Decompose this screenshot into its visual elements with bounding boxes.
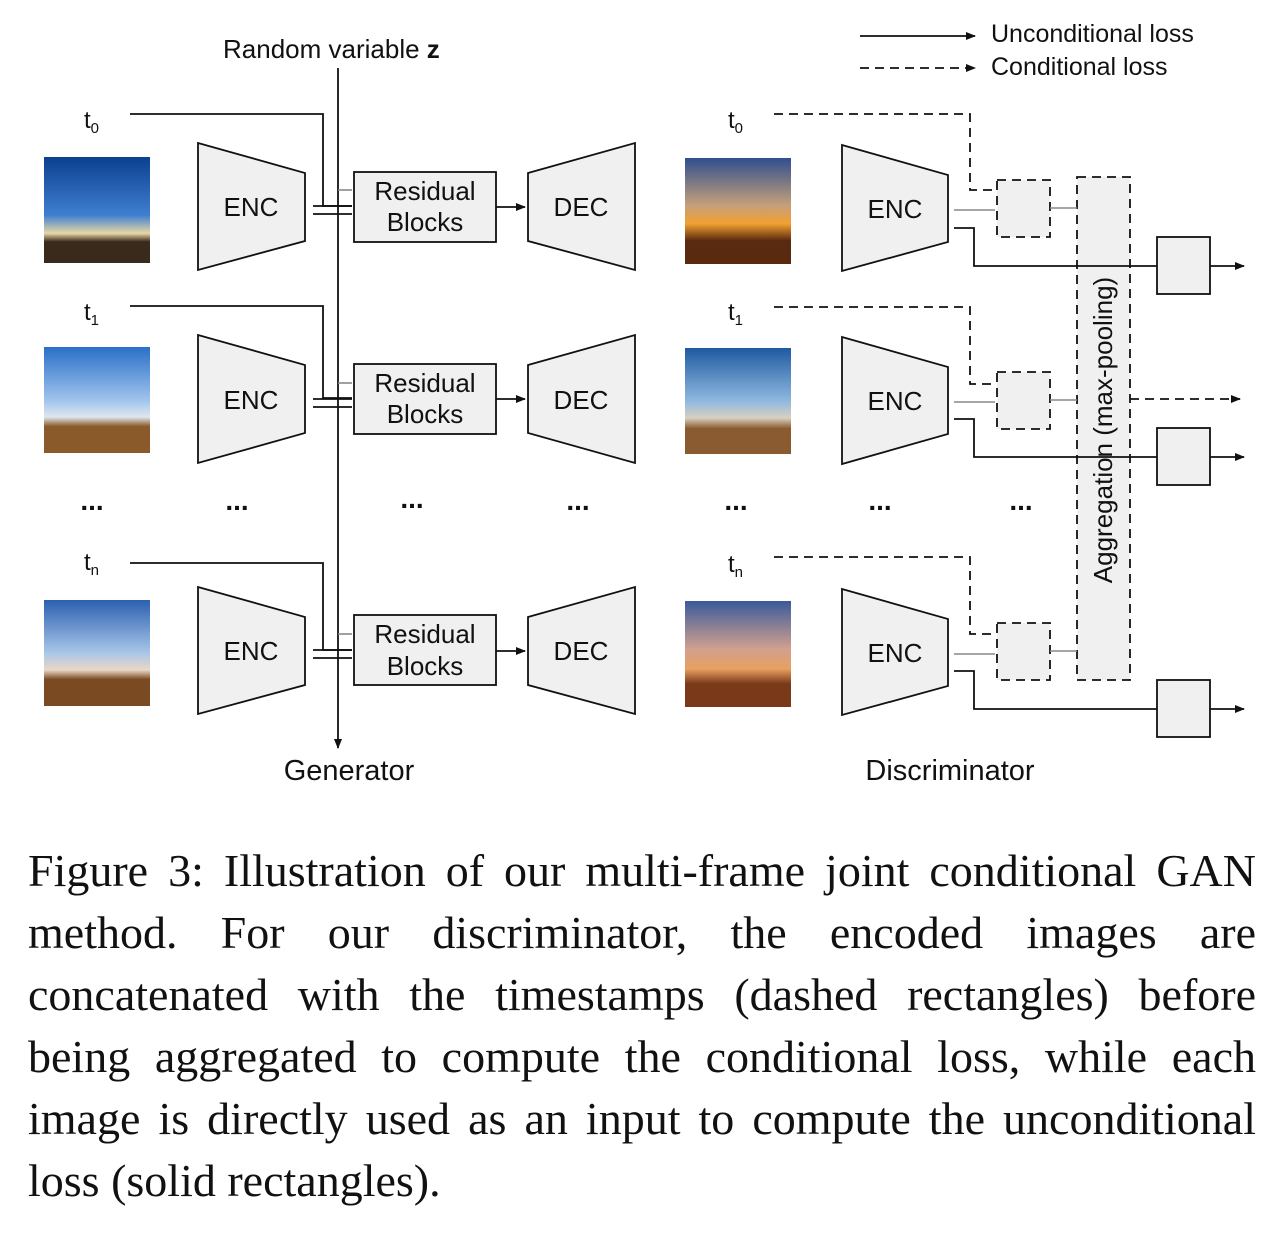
legend-unconditional-label: Unconditional loss <box>991 20 1194 48</box>
residual-blocks-t1 <box>353 363 497 435</box>
generator-row-tn: tn ENC Residual Blocks DEC <box>44 549 636 716</box>
discriminator-label: Discriminator <box>865 755 1035 787</box>
figure-caption: Figure 3: Illustration of our multi-fram… <box>28 845 1256 1206</box>
d-enc-t1-label: ENC <box>868 386 923 416</box>
residual-t1-line1: Residual <box>374 368 475 398</box>
concat-box-t0 <box>996 179 1051 238</box>
legend: Unconditional loss Conditional loss <box>860 20 1194 81</box>
legend-conditional-label: Conditional loss <box>991 53 1168 81</box>
d-enc-tn <box>841 587 949 717</box>
dec-t1-label: DEC <box>554 385 609 415</box>
dec-t0-label: DEC <box>554 192 609 222</box>
d-enc-tn-to-uncond <box>954 670 1157 710</box>
dec-t1 <box>527 333 636 465</box>
discriminator-row-tn: tn ENC <box>685 551 1245 738</box>
dec-tn-label: DEC <box>554 636 609 666</box>
aggregation-max-pooling <box>1076 176 1131 681</box>
ellipsis-5: ... <box>724 485 747 516</box>
input-image-t0 <box>44 157 150 263</box>
residual-t0-line2: Blocks <box>387 207 464 237</box>
ellipsis-row: ... ... ... ... ... ... ... <box>80 483 1032 516</box>
ellipsis-4: ... <box>566 485 589 516</box>
input-image-tn <box>44 600 150 706</box>
d-enc-tn-label: ENC <box>868 638 923 668</box>
generated-image-t0 <box>685 158 791 264</box>
d-enc-t0-label: ENC <box>868 194 923 224</box>
diagram: Unconditional loss Conditional loss Rand… <box>44 20 1245 787</box>
residual-blocks-tn <box>353 614 497 686</box>
enc-t1-label: ENC <box>224 385 279 415</box>
ellipsis-1: ... <box>80 485 103 516</box>
concat-box-t1 <box>996 371 1051 430</box>
ellipsis-7: ... <box>1009 485 1032 516</box>
t0-label: t0 <box>84 107 99 137</box>
discriminator-row-t1: t1 ENC <box>685 299 1245 486</box>
uncond-box-t1 <box>1156 427 1211 486</box>
generated-image-tn <box>685 601 791 707</box>
d-enc-t0-to-uncond <box>954 227 1157 267</box>
random-variable-label: Random variable z <box>223 34 440 64</box>
enc-tn <box>197 585 306 716</box>
t1-wire <box>130 305 352 399</box>
tn-label: tn <box>84 549 99 579</box>
aggregation-label: Aggregation (max-pooling) <box>1088 277 1118 583</box>
residual-tn-line2: Blocks <box>387 651 464 681</box>
ellipsis-6: ... <box>868 485 891 516</box>
d-enc-t1 <box>841 335 949 466</box>
enc-t0-label: ENC <box>224 192 279 222</box>
t1-label: t1 <box>84 299 99 329</box>
generated-image-t1 <box>685 348 791 454</box>
dec-t0 <box>527 141 636 272</box>
d-t0-label: t0 <box>728 107 743 137</box>
residual-blocks-t0 <box>353 171 497 243</box>
d-t1-label: t1 <box>728 299 743 329</box>
d-t0-dashed-wire <box>774 113 995 191</box>
input-image-t1 <box>44 347 150 453</box>
enc-tn-label: ENC <box>224 636 279 666</box>
dec-tn <box>527 585 636 716</box>
generator-label: Generator <box>284 755 415 787</box>
generator-row-t0: t0 ENC Residual Blocks DEC <box>44 107 636 272</box>
discriminator-row-t0: t0 ENC <box>685 107 1245 295</box>
d-tn-dashed-wire <box>774 556 995 635</box>
generator-row-t1: t1 ENC Residual Blocks DEC <box>44 299 636 465</box>
d-tn-label: tn <box>728 551 743 581</box>
enc-t0 <box>197 141 306 272</box>
uncond-box-tn <box>1156 679 1211 738</box>
residual-t0-line1: Residual <box>374 176 475 206</box>
d-enc-t0 <box>841 143 949 273</box>
residual-t1-line2: Blocks <box>387 399 464 429</box>
d-t1-dashed-wire <box>774 306 995 385</box>
uncond-box-t0 <box>1156 236 1211 295</box>
d-enc-t1-to-uncond <box>954 418 1157 458</box>
ellipsis-2: ... <box>225 485 248 516</box>
ellipsis-3: ... <box>400 483 423 514</box>
enc-t1 <box>197 333 306 465</box>
residual-tn-line1: Residual <box>374 619 475 649</box>
concat-box-tn <box>996 622 1051 681</box>
